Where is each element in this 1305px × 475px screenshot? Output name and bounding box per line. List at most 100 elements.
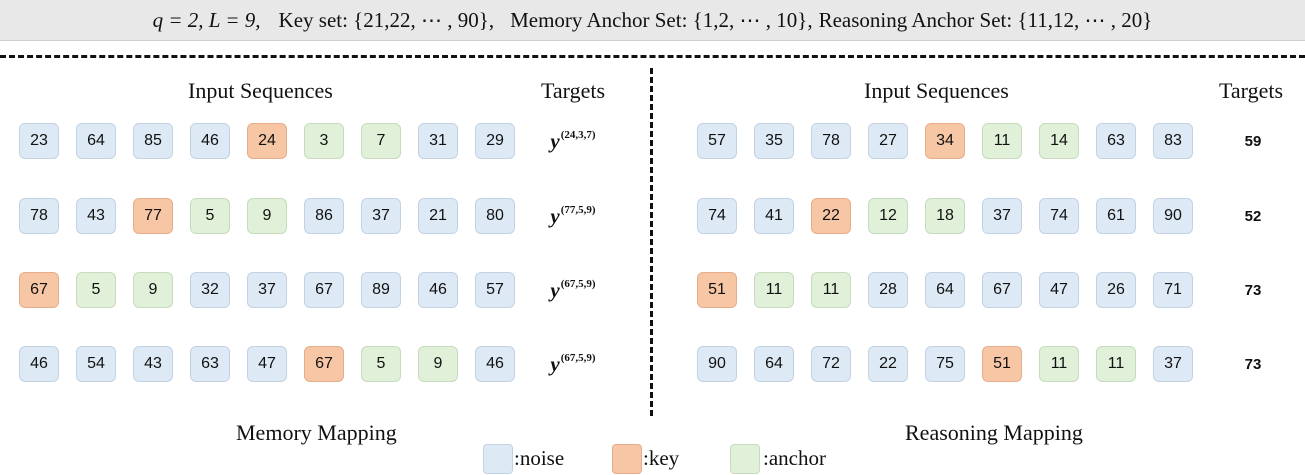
target-superscript: (24,3,7) [560,129,596,141]
anchor-token-cell: 5 [76,272,116,308]
noise-token-cell: 47 [247,346,287,382]
memory-mapping-caption: Memory Mapping [236,420,397,445]
legend-noise-label: :noise [514,446,565,470]
vertical-divider [650,68,653,416]
noise-token-cell: 72 [811,346,851,382]
noise-token-cell: 46 [19,346,59,382]
noise-token-cell: 46 [475,346,515,382]
noise-token-cell: 31 [418,123,458,159]
target-value: 73 [1244,355,1262,373]
noise-token-cell: 37 [1153,346,1193,382]
anchor-token-cell: 12 [868,198,908,234]
target-value: 73 [1244,281,1262,299]
anchor-token-cell: 3 [304,123,344,159]
target-value: 52 [1244,207,1262,225]
target-superscript: (67,5,9) [560,352,596,364]
noise-token-cell: 26 [1096,272,1136,308]
anchor-token-cell: 9 [247,198,287,234]
key-token-cell: 51 [982,346,1022,382]
key-token-cell: 24 [247,123,287,159]
noise-token-cell: 90 [1153,198,1193,234]
key-token-cell: 51 [697,272,737,308]
target-base: y [550,203,560,228]
anchor-token-cell: 18 [925,198,965,234]
noise-token-cell: 64 [925,272,965,308]
header-memory-anchor-set: Memory Anchor Set: {1,2, ⋯ , 10}, [510,7,813,32]
reasoning-mapping-caption: Reasoning Mapping [905,420,1083,445]
right-targets-title: Targets [1219,78,1284,103]
anchor-token-cell: 11 [982,123,1022,159]
target-superscript: (67,5,9) [560,278,596,290]
left-input-title: Input Sequences [188,78,333,103]
noise-token-cell: 46 [418,272,458,308]
noise-token-cell: 37 [247,272,287,308]
noise-token-cell: 64 [754,346,794,382]
noise-token-cell: 90 [697,346,737,382]
legend-key-label: :key [643,446,680,470]
noise-token-cell: 28 [868,272,908,308]
header-key-set: Key set: {21,22, ⋯ , 90}, [278,7,495,32]
noise-token-cell: 47 [1039,272,1079,308]
noise-token-cell: 37 [361,198,401,234]
noise-token-cell: 22 [868,346,908,382]
legend-noise-swatch [483,444,513,474]
header-params: q = 2, L = 9, [152,7,261,32]
key-token-cell: 22 [811,198,851,234]
noise-token-cell: 54 [76,346,116,382]
noise-token-cell: 61 [1096,198,1136,234]
left-targets-title: Targets [541,78,606,103]
legend-anchor-label: :anchor [763,446,826,470]
target-label: y(67,5,9) [528,349,618,379]
noise-token-cell: 67 [982,272,1022,308]
key-token-cell: 67 [304,346,344,382]
noise-token-cell: 80 [475,198,515,234]
legend-key-swatch [612,444,642,474]
anchor-token-cell: 5 [361,346,401,382]
noise-token-cell: 41 [754,198,794,234]
anchor-token-cell: 9 [133,272,173,308]
noise-token-cell: 23 [19,123,59,159]
key-token-cell: 77 [133,198,173,234]
noise-token-cell: 78 [811,123,851,159]
noise-token-cell: 27 [868,123,908,159]
noise-token-cell: 43 [133,346,173,382]
header-reasoning-anchor-set: Reasoning Anchor Set: {11,12, ⋯ , 20} [818,7,1153,32]
target-superscript: (77,5,9) [560,204,596,216]
noise-token-cell: 74 [1039,198,1079,234]
anchor-token-cell: 11 [811,272,851,308]
noise-token-cell: 57 [475,272,515,308]
key-token-cell: 67 [19,272,59,308]
noise-token-cell: 32 [190,272,230,308]
header-bar: q = 2, L = 9, Key set: {21,22, ⋯ , 90}, … [0,0,1305,41]
noise-token-cell: 71 [1153,272,1193,308]
noise-token-cell: 75 [925,346,965,382]
target-base: y [550,277,560,302]
noise-token-cell: 64 [76,123,116,159]
anchor-token-cell: 9 [418,346,458,382]
target-base: y [550,128,560,153]
noise-token-cell: 67 [304,272,344,308]
noise-token-cell: 63 [190,346,230,382]
legend-anchor-swatch [730,444,760,474]
noise-token-cell: 86 [304,198,344,234]
anchor-token-cell: 14 [1039,123,1079,159]
target-label: y(77,5,9) [528,201,618,231]
noise-token-cell: 46 [190,123,230,159]
anchor-token-cell: 5 [190,198,230,234]
noise-token-cell: 89 [361,272,401,308]
target-label: y(24,3,7) [528,126,618,156]
noise-token-cell: 85 [133,123,173,159]
target-base: y [550,351,560,376]
noise-token-cell: 74 [697,198,737,234]
horizontal-divider [0,55,1305,58]
noise-token-cell: 57 [697,123,737,159]
anchor-token-cell: 11 [1039,346,1079,382]
noise-token-cell: 43 [76,198,116,234]
noise-token-cell: 78 [19,198,59,234]
right-input-title: Input Sequences [864,78,1009,103]
noise-token-cell: 63 [1096,123,1136,159]
noise-token-cell: 35 [754,123,794,159]
key-token-cell: 34 [925,123,965,159]
anchor-token-cell: 11 [754,272,794,308]
anchor-token-cell: 7 [361,123,401,159]
